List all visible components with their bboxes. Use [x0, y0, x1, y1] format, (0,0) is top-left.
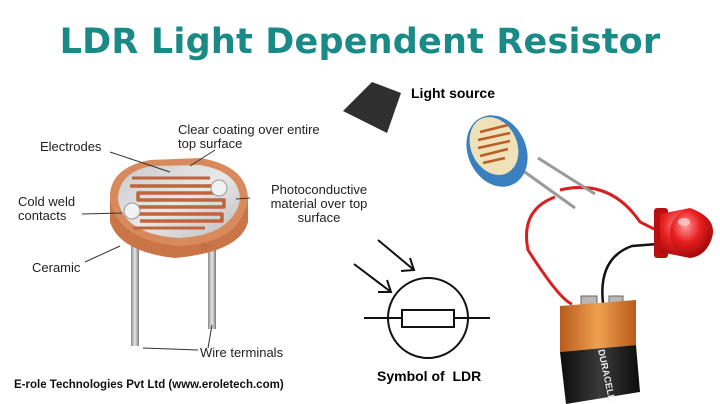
light-arrow-1 [353, 263, 392, 293]
red-wire-1 [525, 195, 573, 306]
ldr-component: ☆ [109, 158, 248, 346]
label-photoconductive: Photoconductive material over top surfac… [270, 182, 368, 225]
light-arrow-2 [377, 239, 415, 271]
ldr-symbol [353, 239, 490, 359]
circuit-illustration: DURACELL [466, 115, 714, 404]
label-pointers [81, 149, 251, 351]
light-source-shape [343, 82, 401, 133]
label-cold-weld: Cold weld contacts [18, 194, 76, 223]
black-wire [601, 242, 659, 304]
weld-contact-right [210, 179, 228, 197]
symbol-resistor [401, 309, 455, 328]
page-title: LDR Light Dependent Resistor [59, 22, 661, 62]
weld-contact-left [123, 202, 141, 220]
red-wire-2 [559, 185, 661, 234]
label-light-source: Light source [411, 85, 496, 101]
label-symbol-of-ldr: Symbol of LDR [377, 368, 482, 384]
svg-text:☆: ☆ [199, 240, 210, 254]
battery: DURACELL [560, 295, 640, 404]
label-electrodes: Electrodes [40, 139, 102, 154]
led [654, 208, 714, 258]
label-clear-coating: Clear coating over entire top surface [178, 122, 320, 151]
wire-leg-right [208, 234, 216, 329]
wire-leg-left [131, 226, 139, 346]
label-ceramic: Ceramic [32, 260, 81, 275]
footer-credit: E-role Technologies Pvt Ltd (www.erolete… [14, 379, 284, 391]
label-wire-terminals: Wire terminals [200, 345, 284, 360]
